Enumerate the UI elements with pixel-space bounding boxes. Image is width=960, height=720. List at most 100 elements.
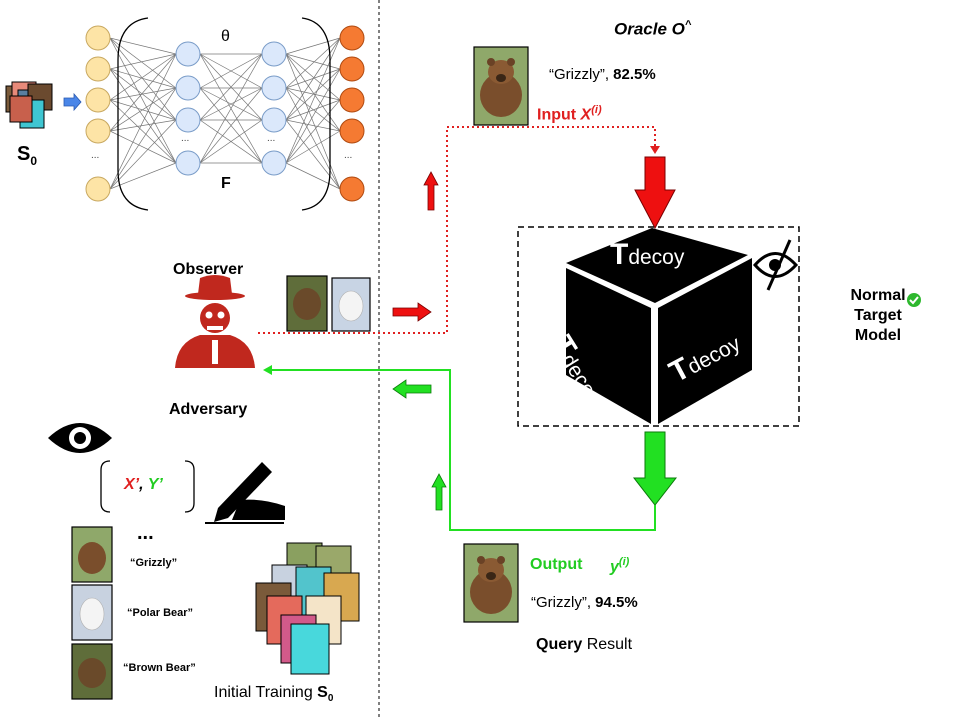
output-node: [339, 118, 365, 144]
s0-label: S0: [17, 143, 38, 168]
hidden1-node: [175, 75, 201, 101]
training-ellipsis: ...: [137, 522, 154, 544]
network-edge: [285, 37, 341, 121]
training-image-grizzly: [71, 526, 113, 583]
check-badge-icon: [907, 293, 921, 307]
big-red-arrow: [634, 156, 676, 230]
network-edge: [109, 68, 177, 89]
network-edge: [199, 53, 263, 89]
network-edge: [109, 37, 177, 89]
network-edge: [109, 37, 177, 55]
small-green-left-arrow: [392, 379, 432, 399]
network-edge: [285, 37, 341, 55]
output-label: Output: [530, 556, 583, 573]
s0-image-stack: [5, 81, 53, 129]
network-edge: [285, 99, 341, 164]
network-brackets: [117, 17, 331, 211]
network-edge: [109, 53, 177, 70]
output-layer-dots: ...: [344, 150, 353, 161]
network-edge: [199, 87, 263, 121]
observer-image-polar: [331, 277, 371, 332]
network-edge: [109, 37, 177, 164]
input-label: Input X(i): [537, 104, 602, 124]
network-edge: [285, 87, 341, 132]
hidden1-node: [175, 107, 201, 133]
pair-brackets: [100, 460, 195, 513]
training-image-brown: [71, 643, 113, 700]
f-label: F: [221, 175, 231, 192]
training-image-stack: [255, 542, 360, 675]
hidden2-dots: ...: [267, 133, 276, 144]
adversary-label: Adversary: [169, 401, 248, 418]
output-node: [339, 87, 365, 113]
network-edge: [109, 119, 177, 190]
network-edge: [285, 53, 341, 190]
input-node: [85, 176, 111, 202]
network-edge: [285, 162, 341, 190]
input-path: [258, 126, 656, 334]
network-edge: [285, 53, 341, 70]
network-edge: [109, 87, 177, 132]
network-edge: [285, 68, 341, 121]
theta-label: θ: [221, 28, 230, 45]
network-edge: [285, 130, 341, 164]
query-result-label: Query Result: [536, 636, 633, 653]
target-model-box: [517, 226, 800, 427]
input-arrowhead: [650, 146, 660, 154]
network-edge: [285, 53, 341, 101]
network-edge: [285, 68, 341, 164]
eye-slash-icon: [753, 239, 799, 291]
small-red-up-arrow: [423, 171, 439, 211]
network-nodes: [85, 25, 365, 202]
output-path: [270, 369, 656, 531]
input-node: [85, 87, 111, 113]
observer-image-brown: [286, 275, 328, 332]
network-edge: [109, 99, 177, 121]
hidden1-node: [175, 41, 201, 67]
network-edge: [109, 130, 177, 164]
output-result: “Grizzly”, 94.5%: [531, 594, 638, 611]
output-node: [339, 25, 365, 51]
hidden1-node: [175, 150, 201, 176]
network-edge: [285, 37, 341, 89]
hidden2-node: [261, 107, 287, 133]
output-node: [339, 176, 365, 202]
hidden1-dots: ...: [181, 133, 190, 144]
observer-label: Observer: [173, 261, 244, 278]
network-edge: [109, 68, 177, 164]
oracle-bear-image: [473, 46, 529, 126]
network-edge: [109, 87, 177, 190]
network-edge: [285, 99, 341, 121]
initial-training-label: Initial Training S0: [214, 684, 334, 705]
output-bear-image: [463, 543, 519, 623]
network-edge: [285, 87, 341, 101]
network-edge: [285, 87, 341, 190]
network-edge: [109, 68, 177, 121]
network-edge: [285, 37, 341, 164]
decoy-cube: [566, 228, 752, 424]
network-edge: [199, 53, 263, 121]
output-var: y(i): [610, 556, 630, 576]
small-red-right-arrow: [392, 302, 432, 322]
network-edge: [109, 53, 177, 101]
network-edge: [199, 87, 263, 164]
network-edge: [199, 53, 263, 164]
input-layer-dots: ...: [91, 150, 100, 161]
network-edge: [199, 119, 263, 164]
network-edge: [285, 53, 341, 132]
oracle-result: “Grizzly”, 82.5%: [549, 66, 656, 83]
hidden2-node: [261, 41, 287, 67]
output-node: [339, 56, 365, 82]
eye-icon: [48, 423, 112, 453]
network-edge: [109, 87, 177, 101]
output-arrowhead: [263, 365, 272, 375]
pair-label: X’, Y’: [124, 476, 163, 493]
hidden2-node: [261, 75, 287, 101]
hidden2-node: [261, 150, 287, 176]
cube-top-label: Tdecoy: [610, 238, 685, 271]
writing-hand-icon: [205, 462, 285, 524]
input-node: [85, 25, 111, 51]
s0-arrow-icon: [63, 92, 82, 112]
normal-target-model-label: Normal Target Model: [850, 287, 906, 344]
